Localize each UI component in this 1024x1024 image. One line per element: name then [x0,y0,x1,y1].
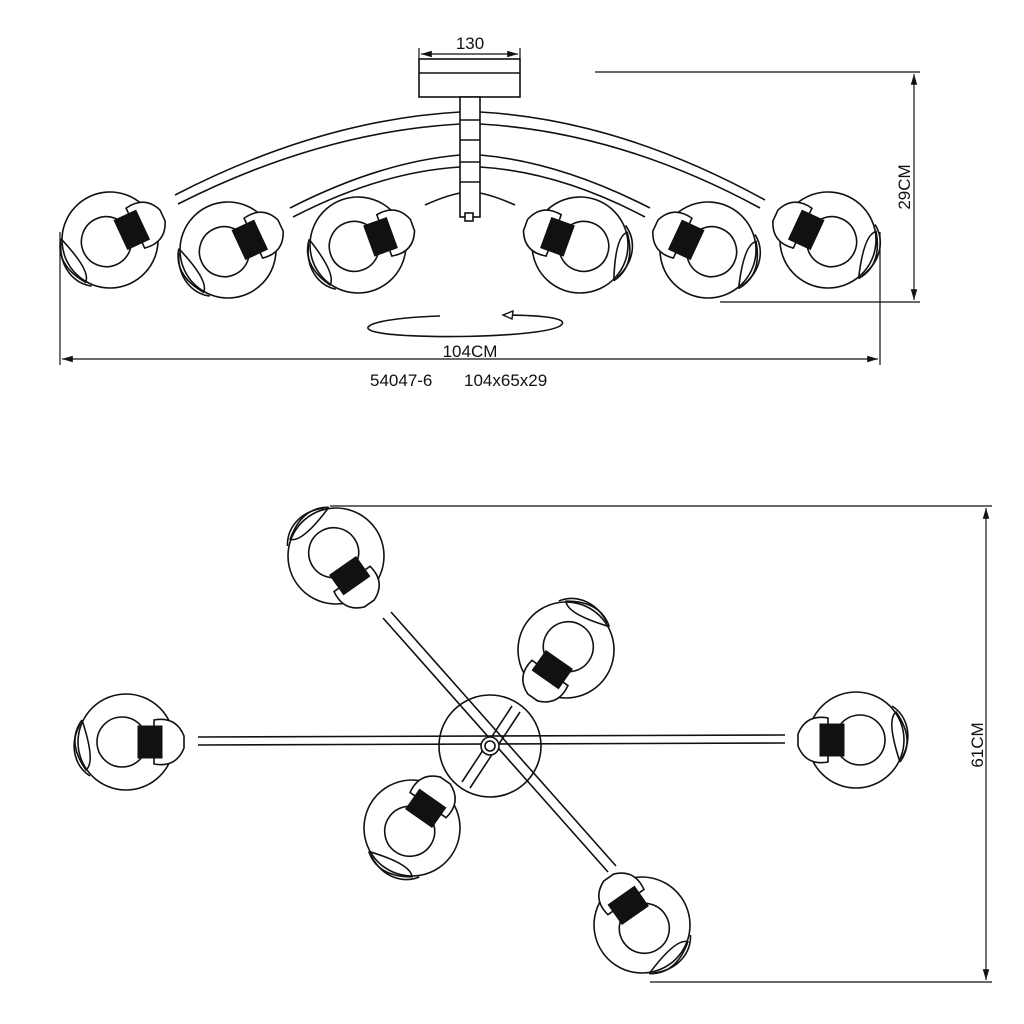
socket-icon [531,649,573,690]
socket-icon [540,217,575,257]
side-lamp-4 [522,196,634,294]
ceiling-canopy [418,58,521,222]
socket-icon [405,788,447,829]
side-lamp-3 [306,196,416,294]
center-hub-inner [484,740,496,752]
top-view: 61CM [73,505,992,983]
socket-icon [607,885,649,926]
model-code: 54047-6 [370,371,432,390]
arms [174,111,766,218]
top-lamp-6 [593,872,692,975]
socket-icon [329,555,371,596]
canopy-width-dimension: 130 [418,34,521,60]
socket-icon [819,723,845,757]
top-lamp-2 [797,691,909,789]
overall-dimensions: 104x65x29 [464,371,547,390]
depth-label: 61CM [968,722,987,767]
side-view: 130 104CM [59,34,920,390]
top-lamp-5 [363,775,461,881]
socket-icon [137,725,163,759]
socket-icon [231,219,269,261]
side-lamp-2 [177,201,284,299]
side-lamp-5 [652,201,761,299]
height-dimension: 29CM [595,71,920,303]
socket-icon [113,209,151,251]
height-label: 29CM [895,164,914,209]
width-label: 104CM [443,342,498,361]
rotation-arrow-icon [367,309,564,338]
top-lamp-3 [286,506,385,609]
top-lamp-1 [73,693,185,791]
depth-dimension: 61CM [330,505,992,983]
socket-icon [363,217,398,257]
side-lamp-6 [772,191,881,289]
socket-icon [787,209,825,251]
top-lamp-4 [517,597,615,703]
width-dimension: 104CM [59,232,881,365]
side-lamp-1 [59,191,166,289]
socket-icon [667,219,705,261]
canopy-width-label: 130 [456,34,484,53]
